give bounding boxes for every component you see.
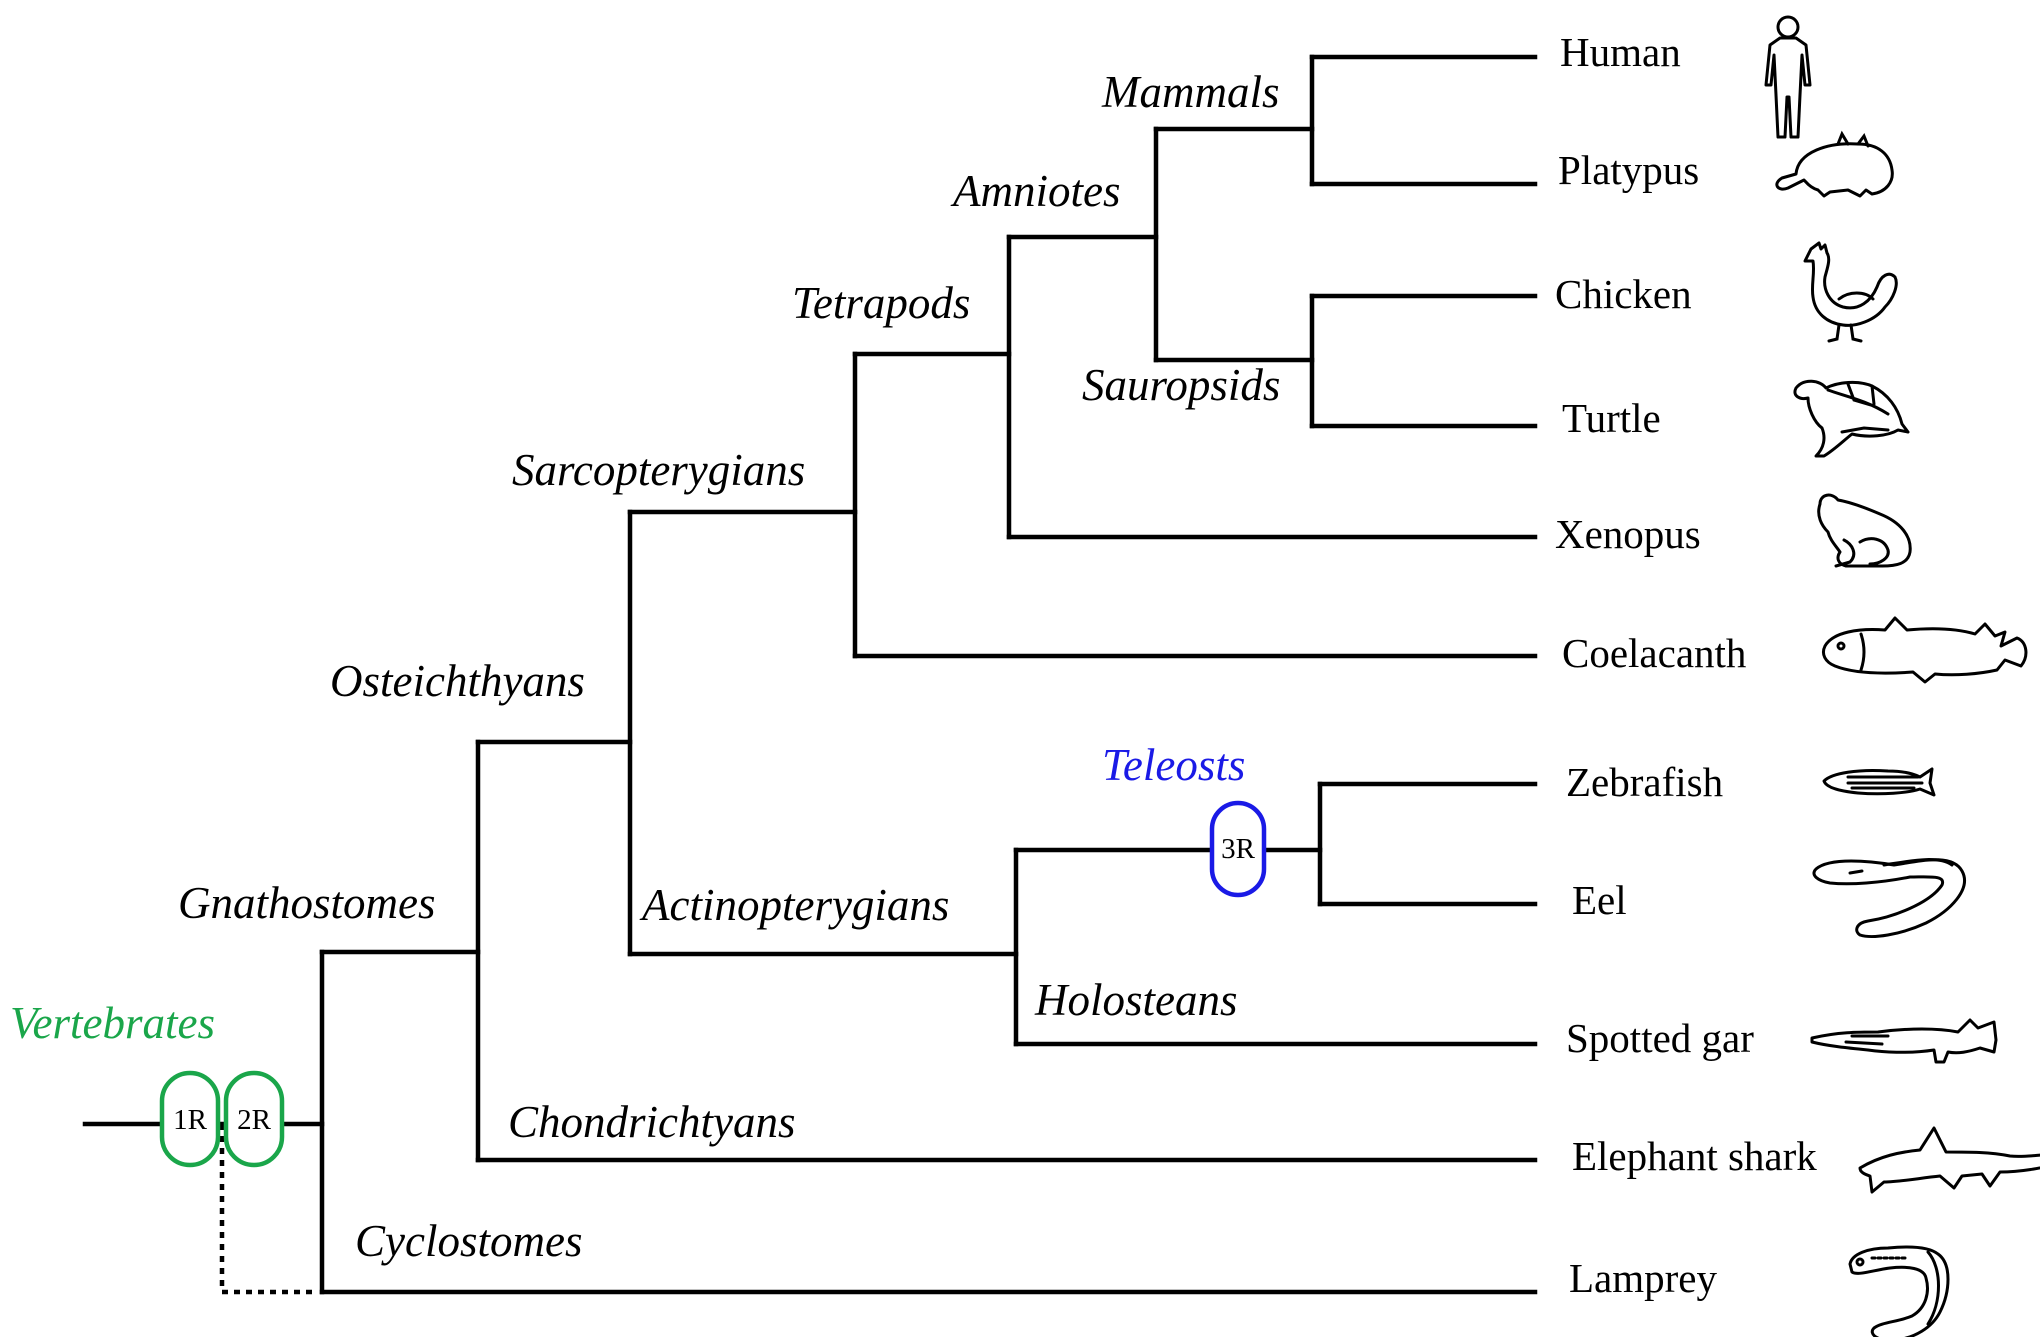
taxon-label-platypus: Platypus bbox=[1558, 147, 1699, 193]
taxon-labels: Human Platypus Chicken Turtle Xenopus Co… bbox=[1555, 29, 1817, 1301]
coelacanth-silhouette-icon bbox=[1821, 616, 2028, 684]
clade-label-tetrapods: Tetrapods bbox=[792, 278, 970, 328]
taxon-label-human: Human bbox=[1560, 29, 1681, 75]
wgd-3r-marker: 3R bbox=[1209, 800, 1267, 898]
frog-silhouette-icon bbox=[1817, 493, 1912, 568]
clade-label-amniotes: Amniotes bbox=[950, 166, 1120, 216]
clade-label-gnathostomes: Gnathostomes bbox=[178, 878, 436, 928]
clade-label-chondrichthyans: Chondrichtyans bbox=[508, 1097, 796, 1147]
tree-branches bbox=[82, 54, 1538, 1295]
clade-label-sarcopterygians: Sarcopterygians bbox=[512, 445, 805, 495]
clade-label-osteichthyans: Osteichthyans bbox=[330, 656, 585, 706]
taxon-label-zebrafish: Zebrafish bbox=[1566, 759, 1723, 805]
gar-silhouette-icon bbox=[1810, 1018, 1998, 1064]
platypus-silhouette-icon bbox=[1775, 130, 1894, 198]
wgd-3r-oval bbox=[1209, 800, 1267, 898]
taxon-label-spotted-gar: Spotted gar bbox=[1566, 1015, 1754, 1061]
wgd-3r-label: 3R bbox=[1221, 833, 1256, 865]
taxon-label-chicken: Chicken bbox=[1555, 271, 1692, 317]
zebrafish-silhouette-icon bbox=[1822, 767, 1936, 797]
taxon-label-elephant-shark: Elephant shark bbox=[1572, 1133, 1817, 1179]
wgd-1r-oval bbox=[159, 1070, 221, 1168]
clade-label-actinopterygians: Actinopterygians bbox=[639, 880, 949, 930]
human-silhouette-icon bbox=[1764, 15, 1812, 139]
taxon-label-turtle: Turtle bbox=[1562, 395, 1661, 441]
clade-label-sauropsids: Sauropsids bbox=[1082, 360, 1280, 410]
clade-label-vertebrates: Vertebrates bbox=[10, 998, 215, 1048]
clade-label-teleosts: Teleosts bbox=[1102, 740, 1245, 790]
turtle-silhouette-icon bbox=[1793, 379, 1910, 458]
clade-label-cyclostomes: Cyclostomes bbox=[355, 1216, 582, 1266]
clade-label-holosteans: Holosteans bbox=[1034, 975, 1238, 1025]
taxon-label-xenopus: Xenopus bbox=[1555, 511, 1701, 557]
wgd-1r-marker: 1R bbox=[159, 1070, 221, 1168]
clade-labels: Vertebrates Gnathostomes Osteichthyans S… bbox=[10, 67, 1280, 1266]
shark-silhouette-icon bbox=[1858, 1126, 2040, 1194]
clade-label-mammals: Mammals bbox=[1101, 67, 1280, 117]
taxon-label-coelacanth: Coelacanth bbox=[1562, 630, 1746, 676]
chicken-silhouette-icon bbox=[1803, 241, 1898, 343]
lamprey-silhouette-icon bbox=[1848, 1245, 1950, 1337]
taxon-label-lamprey: Lamprey bbox=[1569, 1255, 1717, 1301]
wgd-1r-label: 1R bbox=[173, 1104, 208, 1136]
cyclostome-dotted-branch bbox=[219, 1124, 316, 1295]
eel-silhouette-icon bbox=[1812, 858, 1966, 938]
wgd-2r-label: 2R bbox=[237, 1104, 272, 1136]
wgd-2r-oval bbox=[223, 1070, 285, 1168]
wgd-2r-marker: 2R bbox=[223, 1070, 285, 1168]
taxon-label-eel: Eel bbox=[1572, 877, 1627, 923]
